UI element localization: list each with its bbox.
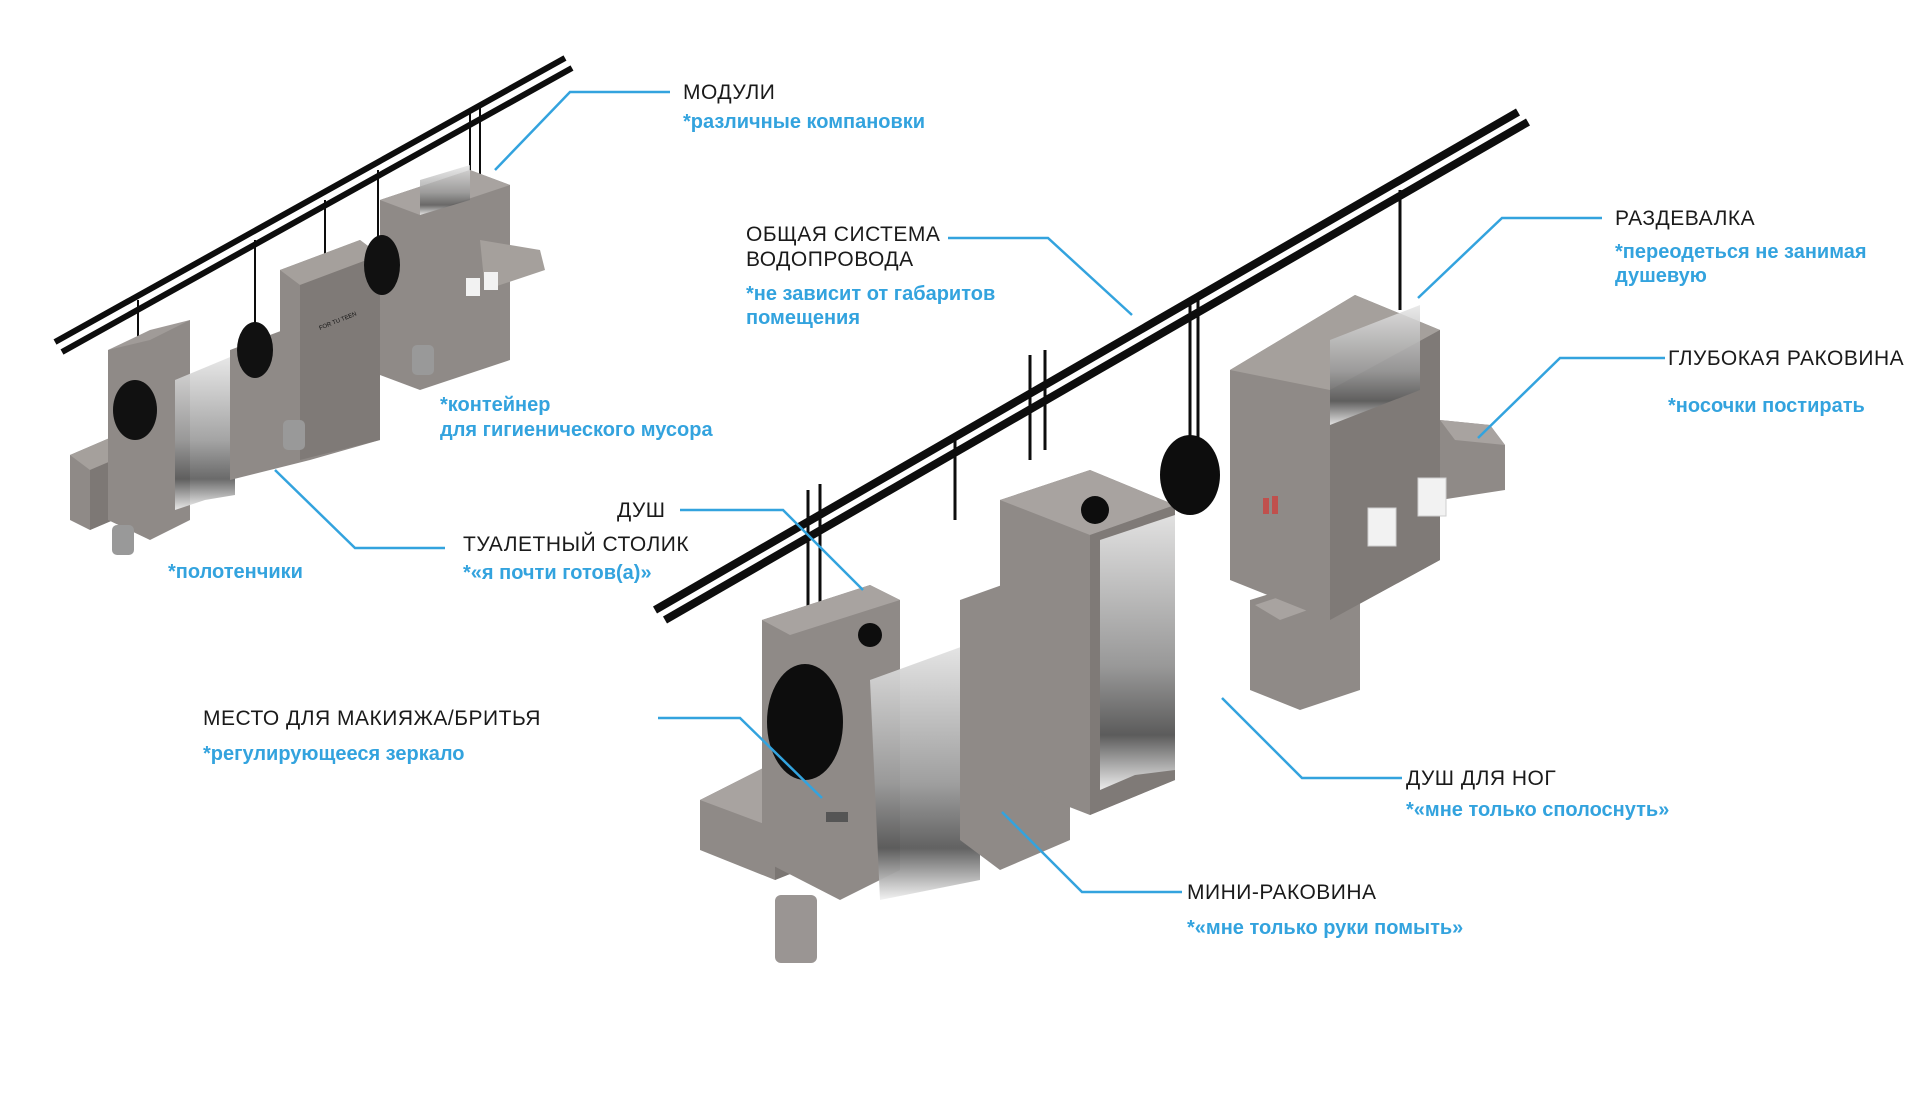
large-module-illustration [653, 108, 1530, 963]
label-foot-shower-title: ДУШ ДЛЯ НОГ [1406, 767, 1557, 790]
label-water-system-title-1: ОБЩАЯ СИСТЕМА [746, 223, 941, 246]
label-shower-title: ДУШ [617, 499, 666, 522]
callout-water-system [948, 236, 1133, 316]
label-mini-sink-note: *«мне только руки помыть» [1187, 917, 1464, 939]
label-towels-note: *полотенчики [168, 561, 303, 583]
callout-mini-sink [1001, 811, 1182, 894]
label-makeup-note: *регулирующееся зеркало [203, 743, 465, 765]
label-water-system-title-2: ВОДОПРОВОДА [746, 248, 914, 271]
label-container-note-1: *контейнер [440, 394, 551, 416]
label-modules-title: МОДУЛИ [683, 81, 776, 104]
callout-makeup [658, 716, 823, 799]
callout-changing-room [1417, 216, 1602, 299]
callout-foot-shower [1221, 697, 1402, 780]
small-module-illustration: FOR TU TEEN [53, 55, 574, 555]
callout-shower [680, 508, 864, 591]
label-container-note-2: для гигиенического мусора [440, 419, 713, 441]
label-vanity-title: ТУАЛЕТНЫЙ СТОЛИК [463, 533, 690, 556]
label-mini-sink-title: МИНИ-РАКОВИНА [1187, 881, 1377, 904]
callout-deep-sink [1477, 356, 1665, 439]
label-modules-note: *различные компановки [683, 111, 926, 133]
label-changing-room-note-1: *переодеться не занимая [1615, 241, 1867, 263]
label-deep-sink-note: *носочки постирать [1668, 395, 1865, 417]
label-changing-room-note-2: душевую [1615, 265, 1707, 287]
label-vanity-note: *«я почти готов(а)» [463, 562, 652, 584]
label-changing-room-title: РАЗДЕВАЛКА [1615, 207, 1756, 230]
callout-modules [494, 90, 670, 171]
callout-vanity [274, 469, 445, 550]
label-water-system-note-2: помещения [746, 307, 860, 329]
label-foot-shower-note: *«мне только сполоснуть» [1406, 799, 1670, 821]
label-deep-sink-title: ГЛУБОКАЯ РАКОВИНА [1668, 347, 1905, 370]
label-makeup-title: МЕСТО ДЛЯ МАКИЯЖА/БРИТЬЯ [203, 707, 541, 730]
callout-lines [274, 90, 1665, 894]
label-water-system-note-1: *не зависит от габаритов [746, 283, 996, 305]
